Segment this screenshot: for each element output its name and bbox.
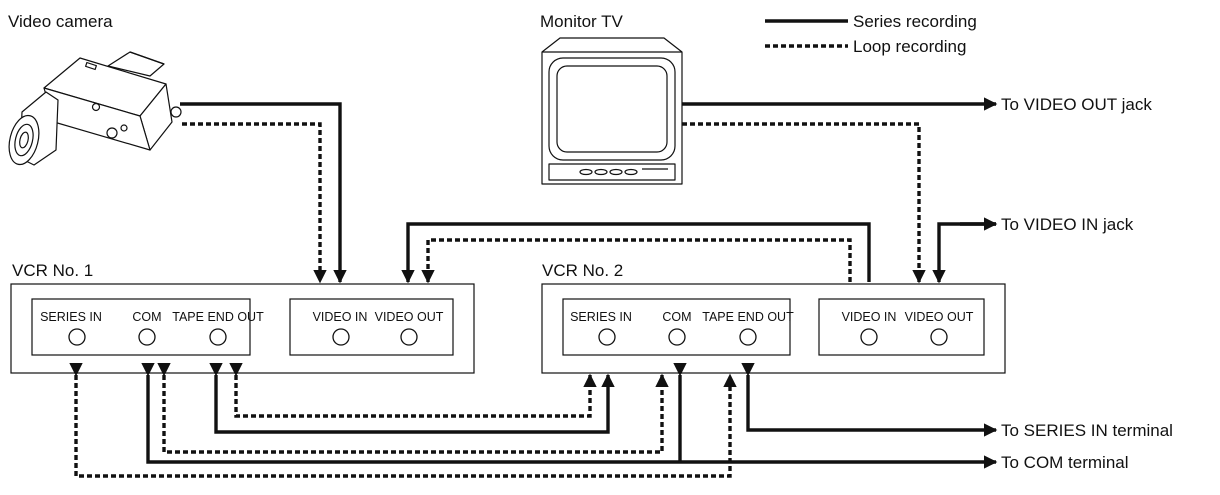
vcr2-label: VCR No. 2 <box>542 261 623 280</box>
cable-com-loop <box>157 362 669 454</box>
vcr2-tape-end-out-label: TAPE END OUT <box>702 310 794 324</box>
cable-vcr2-in-vcr1-out-loop <box>421 238 852 284</box>
vcr2-series-in-label: SERIES IN <box>570 310 632 324</box>
vcr2: SERIES IN COM TAPE END OUT VIDEO IN VIDE… <box>541 283 1006 374</box>
cable-camera-vcr1-series <box>180 102 347 284</box>
vcr1-video-in-jack <box>332 328 350 346</box>
legend: Series recording Loop recording <box>765 12 977 56</box>
vcr1-series-in-jack <box>68 328 86 346</box>
vcr2-com-label: COM <box>662 310 691 324</box>
vcr1: SERIES IN COM TAPE END OUT VIDEO IN VIDE… <box>10 283 475 374</box>
vcr1-com-label: COM <box>132 310 161 324</box>
cable-vcr1-tapeend-vcr2-seriesin-series <box>209 362 615 434</box>
vcr2-tape-end-out-jack <box>739 328 757 346</box>
vcr2-video-in-label: VIDEO IN <box>842 310 897 324</box>
vcr2-com-jack <box>668 328 686 346</box>
cable-vcr2-in-vcr1-out-series <box>401 222 871 284</box>
monitor-tv-icon <box>541 37 683 185</box>
cable-camera-vcr1-loop <box>182 122 327 284</box>
cable-vcr2-tapeend-series-in-terminal <box>741 362 998 437</box>
legend-loop-label: Loop recording <box>853 37 966 56</box>
vcr1-tape-end-out-jack <box>209 328 227 346</box>
dest-com-terminal: To COM terminal <box>1001 453 1129 472</box>
vcr2-video-out-jack <box>930 328 948 346</box>
vcr2-video-panel <box>818 298 985 356</box>
vcr1-label: VCR No. 1 <box>12 261 93 280</box>
vcr1-com-jack <box>138 328 156 346</box>
video-camera-label: Video camera <box>8 12 113 31</box>
vcr2-video-out-label: VIDEO OUT <box>905 310 974 324</box>
vcr1-video-panel <box>289 298 454 356</box>
cable-video-in-jack-vcr2 <box>932 222 996 284</box>
dest-series-in-terminal: To SERIES IN terminal <box>1001 421 1173 440</box>
vcr1-series-in-label: SERIES IN <box>40 310 102 324</box>
cable-vcr1-seriesin-vcr2-tapeend-loop <box>69 362 737 478</box>
cable-monitor-vcr2-loop <box>682 122 926 284</box>
vcr2-video-in-jack <box>860 328 878 346</box>
vcr2-terminal-panel <box>562 298 791 356</box>
cable-com-series <box>141 362 998 469</box>
video-camera-icon <box>8 51 182 166</box>
monitor-tv-label: Monitor TV <box>540 12 623 31</box>
dest-video-out-jack: To VIDEO OUT jack <box>1001 95 1152 114</box>
legend-series-label: Series recording <box>853 12 977 31</box>
vcr1-tape-end-out-label: TAPE END OUT <box>172 310 264 324</box>
vcr2-series-in-jack <box>598 328 616 346</box>
vcr1-video-out-jack <box>400 328 418 346</box>
vcr1-video-in-label: VIDEO IN <box>313 310 368 324</box>
dest-video-in-jack: To VIDEO IN jack <box>1001 215 1134 234</box>
cable-vcr1-tapeend-vcr2-seriesin-loop <box>229 362 597 418</box>
vcr1-video-out-label: VIDEO OUT <box>375 310 444 324</box>
vcr1-terminal-panel <box>31 298 251 356</box>
